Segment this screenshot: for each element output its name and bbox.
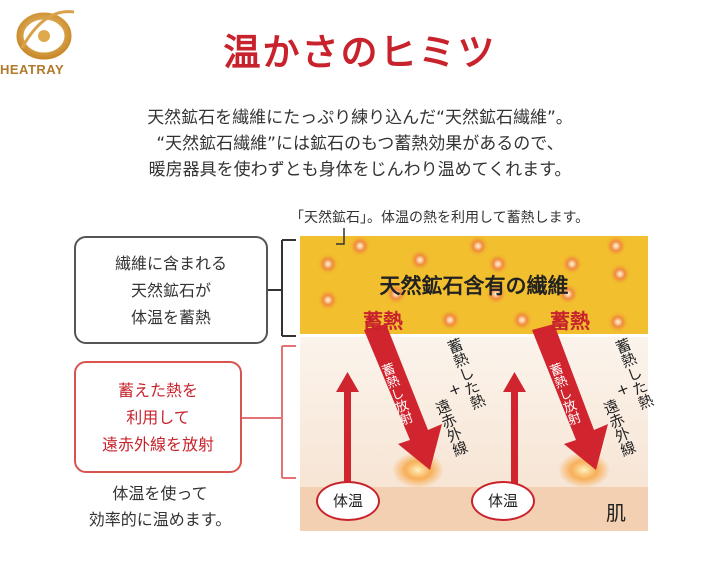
heatray-logo <box>4 2 84 84</box>
intro-line-3: 暖房器具を使わずとも身体をじんわり温めてくれます。 <box>148 160 572 180</box>
mineral-dot <box>409 249 431 271</box>
mineral-dot <box>561 253 583 275</box>
up-arrow-2 <box>503 372 526 488</box>
intro-line-1: 天然鉱石を繊維にたっぷり練り込んだ“天然鉱石繊維”。 <box>147 108 573 128</box>
fiber-label: 天然鉱石含有の繊維 <box>379 274 569 298</box>
logo-text: HEATRAY <box>0 62 65 77</box>
caption-pointer <box>336 228 345 245</box>
mineral-dot <box>317 289 339 311</box>
mineral-dot <box>605 236 627 257</box>
emit-arrow-2 <box>532 324 608 470</box>
emit-arrow-1 <box>364 324 442 470</box>
storage-box: 繊維に含まれる 天然鉱石が 体温を蓄熱 <box>74 236 268 344</box>
mineral-dot <box>609 263 631 285</box>
body-text-line-1: 体温を使って <box>112 484 208 503</box>
intro-line-2: “天然鉱石繊維”には鉱石のもつ蓄熱効果があるので、 <box>156 134 564 154</box>
logo-mark <box>16 10 75 60</box>
caption: 「天然鉱石」。体温の熱を利用して蓄熱します。 <box>290 210 590 226</box>
mineral-dot <box>487 253 509 275</box>
radiation-box-line-2: 利用して <box>126 407 190 427</box>
radiation-box-line-3: 遠赤外線を放射 <box>101 434 214 454</box>
mineral-dot <box>317 253 339 275</box>
chikunetsu-label-1: 蓄熱 <box>363 309 403 333</box>
mineral-dot <box>439 309 461 331</box>
storage-line-2: 天然鉱石が <box>130 280 211 300</box>
mineral-dot <box>485 283 507 305</box>
skin-label: 肌 <box>606 501 626 525</box>
storage-line-3: 体温を蓄熱 <box>130 307 211 327</box>
bottom-bracket <box>242 345 296 479</box>
top-bracket <box>268 239 296 337</box>
mineral-dot <box>511 309 533 331</box>
mineral-dot <box>557 283 579 305</box>
mineral-dot <box>349 236 371 257</box>
mineral-dot <box>385 283 407 305</box>
mineral-dot-group <box>317 236 631 333</box>
radiation-box: 蓄えた熱を 利用して 遠赤外線を放射 <box>74 361 242 473</box>
up-arrow-1 <box>336 372 359 488</box>
storage-line-1: 繊維に含まれる <box>114 253 227 273</box>
body-temp-label-2: 体温 <box>471 481 535 521</box>
mineral-dot <box>607 311 629 333</box>
body-text-line-2: 効率的に温めます。 <box>88 510 232 529</box>
body-temp-label-1: 体温 <box>316 481 380 521</box>
mineral-dots <box>317 236 631 333</box>
chikunetsu-label-2: 蓄熱 <box>550 309 590 333</box>
page-title: 温かさのヒミツ <box>223 31 497 74</box>
body-warming-text: 体温を使って 効率的に温めます。 <box>60 481 260 533</box>
radiation-box-line-1: 蓄えた熱を <box>117 380 198 400</box>
mineral-dot <box>467 236 489 257</box>
